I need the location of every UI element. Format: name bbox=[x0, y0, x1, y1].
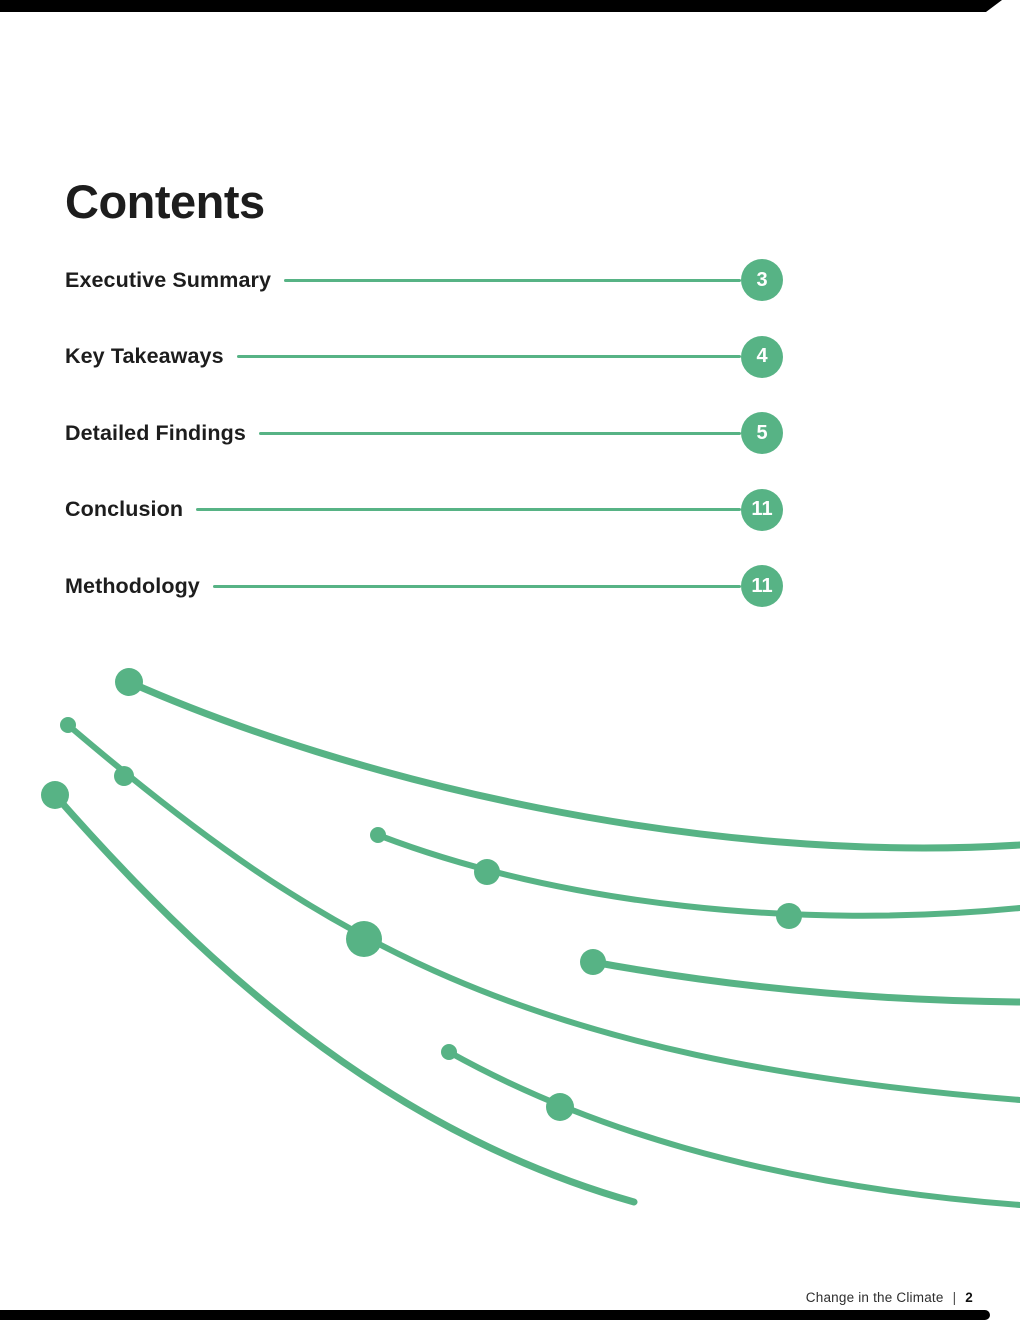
page-number-badge: 4 bbox=[741, 335, 783, 378]
curve-dot bbox=[474, 859, 500, 885]
top-accent-bar bbox=[0, 0, 1002, 12]
bottom-accent-bar bbox=[0, 1310, 990, 1320]
toc-entry-label: Key Takeaways bbox=[65, 344, 224, 368]
toc-entry-executive-summary[interactable]: Executive Summary 3 bbox=[65, 259, 783, 301]
page-number-badge: 11 bbox=[741, 488, 783, 531]
curve-dot bbox=[60, 717, 76, 733]
toc-entry-conclusion[interactable]: Conclusion 11 bbox=[65, 488, 783, 531]
toc-entry-methodology[interactable]: Methodology 11 bbox=[65, 565, 783, 607]
footer-page-number: 2 bbox=[965, 1290, 973, 1305]
leader-line bbox=[284, 278, 741, 282]
toc-entry-key-takeaways[interactable]: Key Takeaways 4 bbox=[65, 335, 783, 378]
curve-dot bbox=[370, 827, 386, 843]
curve-dot bbox=[776, 903, 802, 929]
toc-entry-label: Conclusion bbox=[65, 497, 184, 521]
toc-entry-label: Executive Summary bbox=[65, 267, 272, 292]
curve-dot bbox=[546, 1093, 574, 1121]
toc-entry-label: Detailed Findings bbox=[65, 420, 246, 445]
toc-entry-detailed-findings[interactable]: Detailed Findings 5 bbox=[65, 412, 783, 454]
curve-dot bbox=[41, 781, 69, 809]
footer-separator: | bbox=[952, 1290, 957, 1305]
page-number-badge: 11 bbox=[741, 565, 783, 607]
table-of-contents: Executive Summary 3 Key Takeaways 4 Deta… bbox=[65, 259, 783, 642]
curve-dot bbox=[346, 921, 382, 957]
page-number-badge: 3 bbox=[741, 259, 783, 301]
leader-line bbox=[212, 584, 741, 588]
footer-doc-title: Change in the Climate bbox=[805, 1290, 944, 1305]
page-number-badge: 5 bbox=[741, 412, 783, 454]
decorative-curves bbox=[41, 668, 1020, 1208]
leader-line bbox=[196, 508, 741, 511]
leader-line bbox=[258, 431, 741, 435]
page-title: Contents bbox=[65, 175, 265, 228]
page-footer: Change in the Climate | 2 bbox=[806, 1290, 973, 1305]
curve-dot bbox=[114, 766, 134, 786]
toc-entry-label: Methodology bbox=[65, 573, 200, 598]
curve-dot bbox=[441, 1044, 457, 1060]
leader-line bbox=[236, 355, 741, 358]
curve-dot bbox=[115, 668, 143, 696]
curve-dot bbox=[580, 949, 606, 975]
